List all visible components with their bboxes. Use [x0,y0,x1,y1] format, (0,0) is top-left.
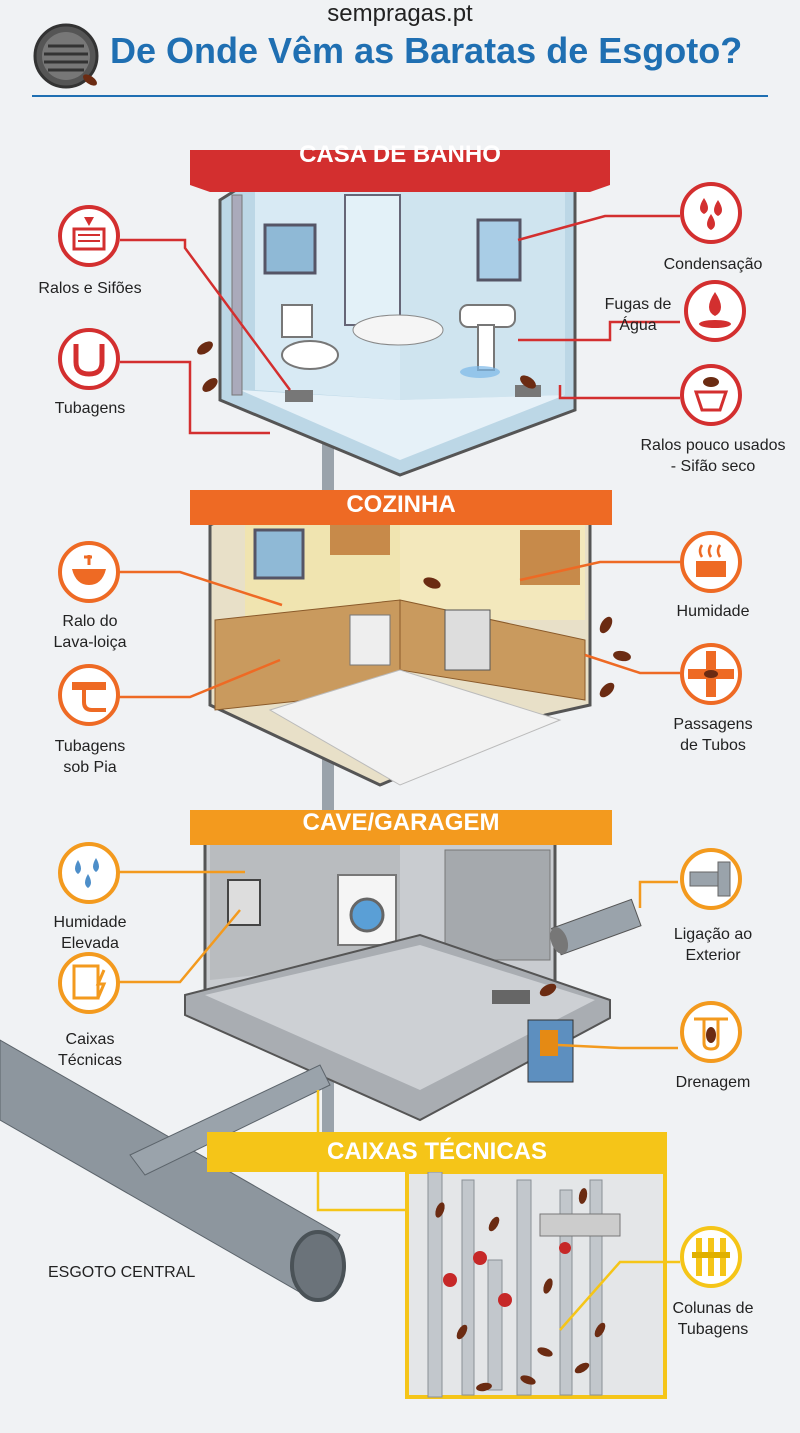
label-condensation: Condensação [663,256,763,273]
label-boxes-line2: Técnicas [57,1052,123,1069]
under-sink-pipe-icon [58,664,120,726]
damp-drops-icon [58,842,120,904]
label-under-line1: Tubagens [54,738,126,755]
pipe-crossing-icon [680,643,742,705]
banner-bathroom: CASA DE BANHO [299,141,501,168]
banner-basement: CAVE/GARAGEM [302,809,500,836]
pipe-columns-icon [680,1226,742,1288]
label-columns-line1: Colunas de [672,1300,754,1317]
drainage-icon [680,1001,742,1063]
label-unused-line2: - Sifão seco [670,458,756,475]
banner-kitchen: COZINHA [346,491,456,518]
sewer-pipes [0,1039,346,1302]
label-humidity: Humidade [676,603,750,620]
label-pipes: Tubagens [54,400,126,417]
label-exterior-line2: Exterior [685,947,741,964]
label-columns-line2: Tubagens [677,1321,749,1338]
bathroom-room [190,150,610,477]
drain-grate-icon [58,205,120,267]
label-damp-line2: Elevada [61,935,119,952]
manhole-logo-icon [33,23,99,89]
label-passages-line2: de Tubos [680,737,746,754]
house-cutaway-diagram [0,150,680,1399]
water-drops-icon [680,182,742,244]
pipe-trap-icon [58,328,120,390]
banner-technical: CAIXAS TÉCNICAS [326,1138,548,1165]
label-sink-line2: Lava-loiça [53,634,127,651]
label-passages-line1: Passagens [673,716,753,733]
page-title: De Onde Vêm as Baratas de Esgoto? [110,30,743,71]
technical-shaft [207,1132,667,1399]
label-drains: Ralos e Sifões [38,280,142,297]
leak-drop-icon [684,280,746,342]
label-exterior-line1: Ligação ao [673,926,753,943]
exterior-pipe-icon [680,848,742,910]
basement-room [184,810,642,1122]
label-leaks-line2: Água [619,317,657,334]
kitchen-room [190,490,612,787]
technical-box-icon [58,952,120,1014]
label-boxes-line1: Caixas [65,1031,115,1048]
label-damp-line1: Humidade [53,914,127,931]
label-unused-line1: Ralos pouco usados [640,437,786,454]
steam-humidity-icon [680,531,742,593]
title-divider [32,95,768,97]
sink-icon [58,541,120,603]
label-drainage: Drenagem [675,1074,751,1091]
site-name: sempragas.pt [327,0,473,27]
label-sink-line1: Ralo do [62,613,118,630]
label-sewer: ESGOTO CENTRAL [48,1264,196,1281]
label-under-line2: sob Pia [63,759,117,776]
label-leaks-line1: Fugas de [604,296,672,313]
cockroach-drain-icon [680,364,742,426]
